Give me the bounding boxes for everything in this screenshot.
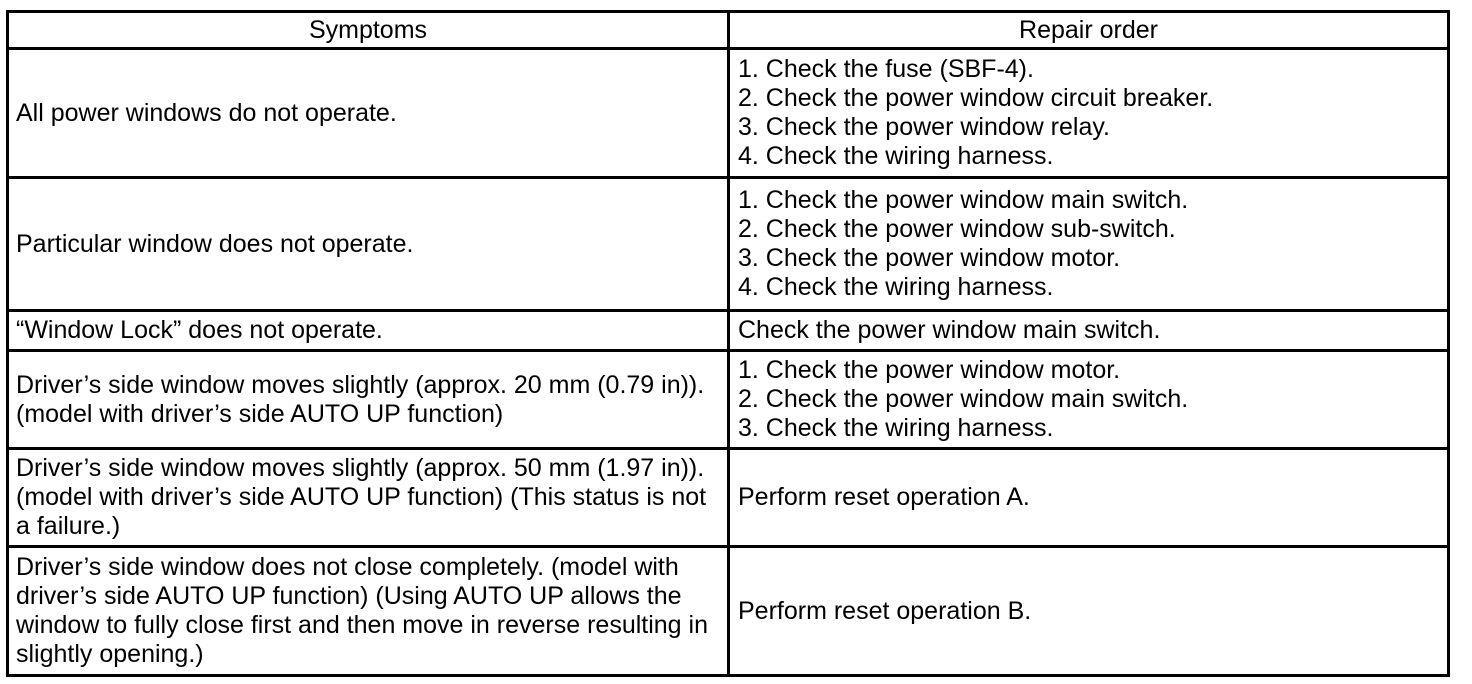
repair-cell: Perform reset operation A. [727,447,1450,548]
repair-cell: Check the power window main switch. [727,309,1450,352]
symptoms-column-header: Symptoms [6,10,730,50]
repair-cell: Perform reset operation B. [727,545,1450,677]
symptom-cell: “Window Lock” does not operate. [6,309,730,352]
table-row: All power windows do not operate. 1. Che… [6,47,1450,179]
repair-order-column-header: Repair order [727,10,1450,50]
repair-cell: 1. Check the fuse (SBF-4). 2. Check the … [727,47,1450,179]
header-row: Symptoms Repair order [6,10,1450,50]
table-row: Driver’s side window does not close comp… [6,545,1450,677]
repair-cell: 1. Check the power window main switch. 2… [727,176,1450,312]
symptom-cell: Particular window does not operate. [6,176,730,312]
troubleshooting-table: Symptoms Repair order All power windows … [6,10,1450,677]
symptom-cell: Driver’s side window moves slightly (app… [6,349,730,450]
repair-cell: 1. Check the power window motor. 2. Chec… [727,349,1450,450]
table-row: Driver’s side window moves slightly (app… [6,349,1450,450]
symptom-cell: Driver’s side window does not close comp… [6,545,730,677]
symptom-cell: Driver’s side window moves slightly (app… [6,447,730,548]
table-row: Driver’s side window moves slightly (app… [6,447,1450,548]
table-row: “Window Lock” does not operate. Check th… [6,309,1450,352]
symptom-cell: All power windows do not operate. [6,47,730,179]
table-row: Particular window does not operate. 1. C… [6,176,1450,312]
